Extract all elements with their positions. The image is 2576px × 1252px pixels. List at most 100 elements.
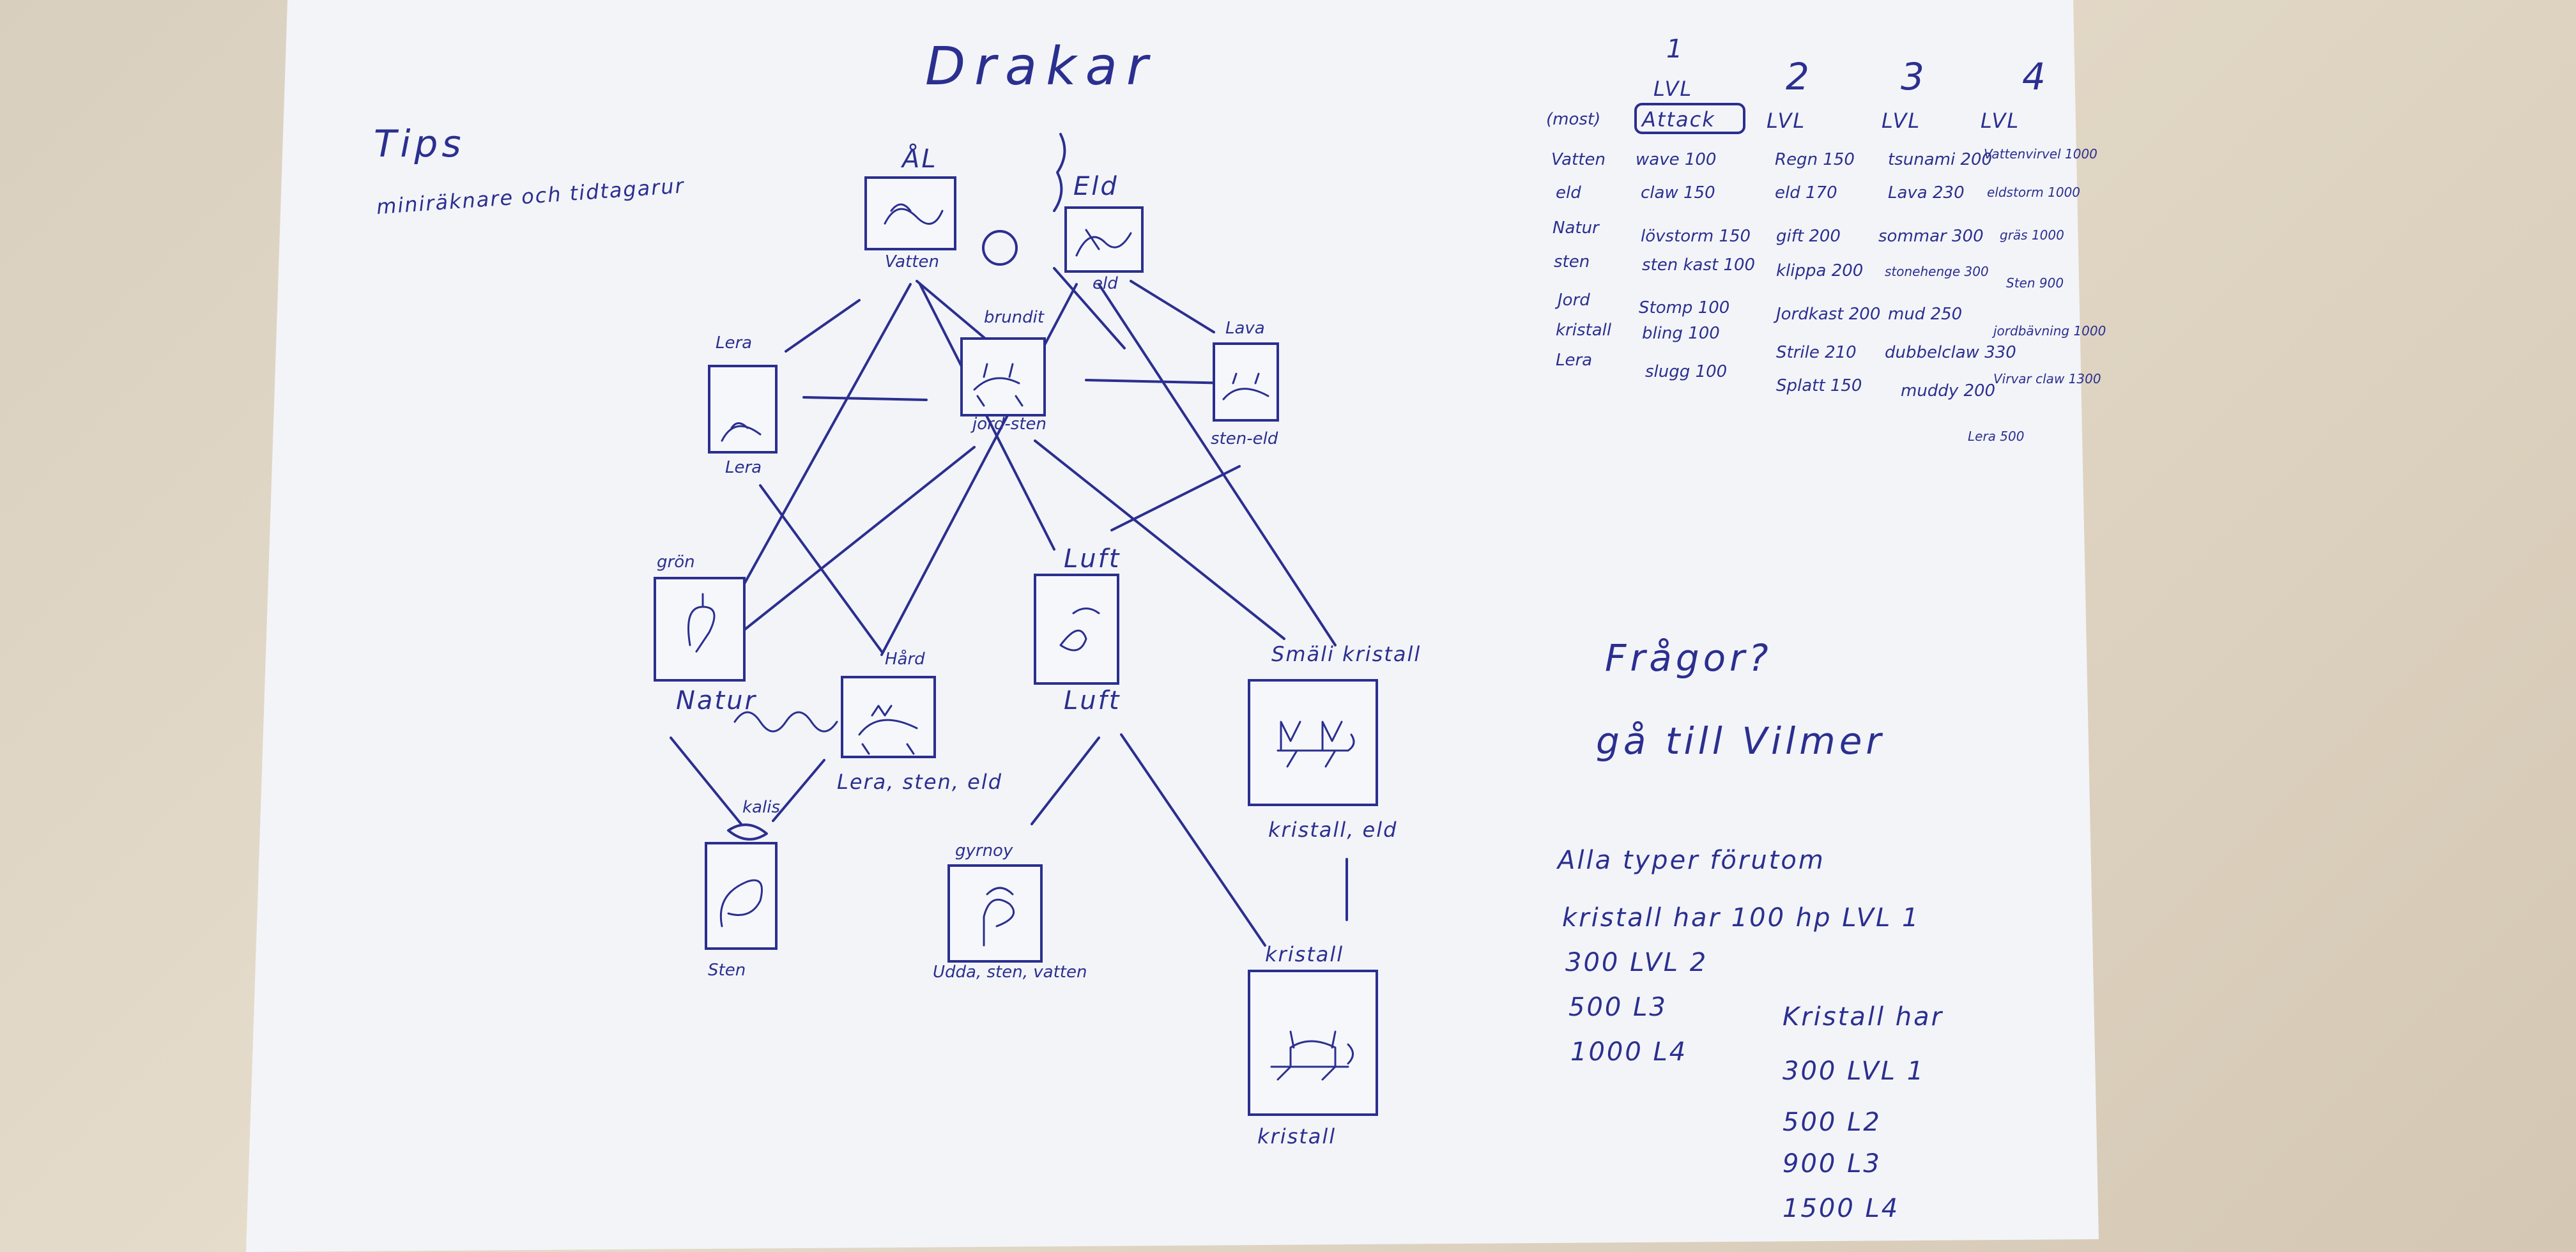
row-type: Natur: [1552, 218, 1600, 238]
node-kalis-top: kalis: [742, 798, 780, 817]
node-lera-top: Lera: [716, 333, 752, 353]
row-attack-lvl2: klippa 200: [1776, 261, 1863, 280]
level-label-2: LVL: [1767, 109, 1805, 133]
attack-table: 1 2 3 4 LVL LVL LVL LVL (most) Attack Va…: [1546, 34, 2106, 444]
attack-label-box: [1634, 103, 1745, 134]
hp-kristall-1: 300 LVL 1: [1782, 1057, 1925, 1086]
node-kalis-card: [705, 842, 778, 950]
dragon-doodle-icon: [1222, 372, 1269, 401]
level-number-4: 4: [2022, 55, 2050, 98]
node-lava-top: Lava: [1225, 319, 1265, 338]
node-gron-bottom: Natur: [676, 686, 757, 715]
dragon-doodle-icon: [973, 363, 1023, 407]
dragon-doodle-icon: [1276, 721, 1355, 768]
node-al-top: ÅL: [900, 143, 938, 174]
node-lera-bottom: Lera: [725, 458, 762, 477]
node-smalikristall: Smäli kristall kristall, eld: [1248, 642, 1421, 842]
node-jordsten-top: brundit: [984, 308, 1045, 327]
row-attack-lvl1: claw 150: [1641, 183, 1715, 202]
row-attack-lvl2: eld 170: [1775, 183, 1837, 202]
hp-notes: Alla typer förutom kristall har 100 hp L…: [1556, 846, 1943, 1223]
node-kristall-top: kristall: [1265, 942, 1344, 966]
row-attack-lvl4: jordbävning 1000: [1991, 323, 2106, 339]
attack-label: Attack: [1641, 107, 1715, 132]
row-attack-lvl2: Splatt 150: [1776, 376, 1862, 395]
hp-line-1: kristall har 100 hp LVL 1: [1562, 903, 1920, 933]
node-smalikristall-top: Smäli kristall: [1271, 642, 1421, 666]
level-label-1: LVL: [1653, 77, 1692, 101]
node-luft: Luft Luft: [1034, 544, 1121, 715]
node-al: ÅL Vatten: [864, 143, 956, 271]
dragon-doodle-icon: [858, 705, 918, 755]
hp-kristall-intro: Kristall har: [1782, 1002, 1943, 1032]
row-type: eld: [1556, 183, 1581, 202]
row-attack-lvl4: Virvar claw 1300: [1993, 371, 2101, 386]
row-attack-lvl1: sten kast 100: [1642, 256, 1755, 275]
node-kalis: kalis Sten: [705, 798, 780, 980]
node-gyrnoy-top: gyrnoy: [955, 841, 1013, 860]
level-number-2: 2: [1786, 55, 1813, 98]
row-type: sten: [1554, 252, 1590, 271]
node-jordsten: brundit jord-sten: [960, 308, 1046, 434]
row-attack-lvl3: mud 250: [1888, 305, 1962, 324]
node-eld-bottom: eld: [1092, 274, 1118, 293]
row-attack-lvl3: dubbelclaw 330: [1885, 343, 2016, 362]
node-kalis-bottom: Sten: [708, 961, 746, 980]
dragon-doodle-icon: [983, 887, 1015, 947]
node-kristall: kristall kristall: [1248, 942, 1378, 1149]
level-number-3: 3: [1901, 55, 1928, 98]
node-gron-card: [654, 577, 746, 682]
hp-kristall-4: 1500 L4: [1782, 1194, 1899, 1223]
node-hard: Hård Lera, sten, eld: [837, 649, 1002, 794]
node-smalikristall-bottom: kristall, eld: [1268, 818, 1397, 842]
node-eld: Eld eld: [1053, 133, 1144, 293]
row-attack-lvl4: gräs 1000: [2000, 227, 2064, 243]
row-attack-lvl3: muddy 200: [1901, 381, 1995, 401]
tips-heading: Tips: [374, 122, 465, 165]
hp-intro: Alla typer förutom: [1556, 846, 1825, 875]
hp-kristall-3: 900 L3: [1782, 1149, 1882, 1179]
scribble-icon: [733, 711, 838, 733]
flame-icon: [1053, 133, 1066, 212]
row-attack-lvl1: wave 100: [1636, 150, 1716, 169]
row-type: Lera: [1556, 351, 1592, 370]
node-al-card: [864, 176, 956, 250]
row-attack-lvl4: Sten 900: [2006, 275, 2064, 291]
row-attack-lvl3: sommar 300: [1878, 227, 1984, 246]
row-attack-lvl3: Lava 230: [1888, 183, 1965, 202]
node-hard-bottom: Lera, sten, eld: [837, 770, 1002, 794]
hp-kristall-2: 500 L2: [1782, 1108, 1882, 1137]
dragon-doodle-icon: [721, 422, 762, 442]
row-attack-lvl1: lövstorm 150: [1641, 227, 1751, 246]
node-eld-top: Eld: [1073, 172, 1119, 201]
dragon-doodle-icon: [1270, 1030, 1354, 1081]
row-attack-lvl4: eldstorm 1000: [1987, 185, 2080, 200]
row-attack-lvl1: bling 100: [1642, 324, 1720, 343]
node-lava-bottom: sten-eld: [1211, 429, 1278, 448]
node-lava: Lava sten-eld: [1211, 319, 1279, 448]
node-lava-card: [1213, 342, 1279, 422]
node-luft-card: [1034, 574, 1119, 685]
questions-contact: gå till Vilmer: [1596, 719, 1885, 763]
level-label-4: LVL: [1981, 109, 2020, 133]
node-luft-bottom: Luft: [1064, 686, 1121, 715]
node-eld-card: [1064, 206, 1144, 273]
row-attack-lvl2: Strile 210: [1776, 343, 1857, 362]
scribble-icon: [982, 230, 1018, 266]
node-gyrnoy: gyrnoy Udda, sten, vatten: [933, 841, 1087, 982]
row-type: Vatten: [1551, 150, 1606, 169]
node-kristall-bottom: kristall: [1257, 1124, 1336, 1149]
dragon-doodle-icon: [719, 879, 763, 928]
row-attack-lvl1: slugg 100: [1645, 362, 1727, 381]
row-attack-lvl3: stonehenge 300: [1885, 264, 1989, 279]
node-gyrnoy-card: [947, 864, 1043, 963]
node-lera-card: [708, 365, 778, 454]
row-attack-lvl3: tsunami 200: [1888, 150, 1992, 169]
node-jordsten-bottom: jord-sten: [970, 415, 1046, 434]
hp-line-3: 500 L3: [1568, 993, 1667, 1022]
hp-line-4: 1000 L4: [1570, 1037, 1687, 1067]
most-label: (most): [1546, 110, 1600, 129]
node-al-bottom: Vatten: [885, 252, 939, 271]
row-attack-lvl1: Stomp 100: [1639, 298, 1729, 317]
